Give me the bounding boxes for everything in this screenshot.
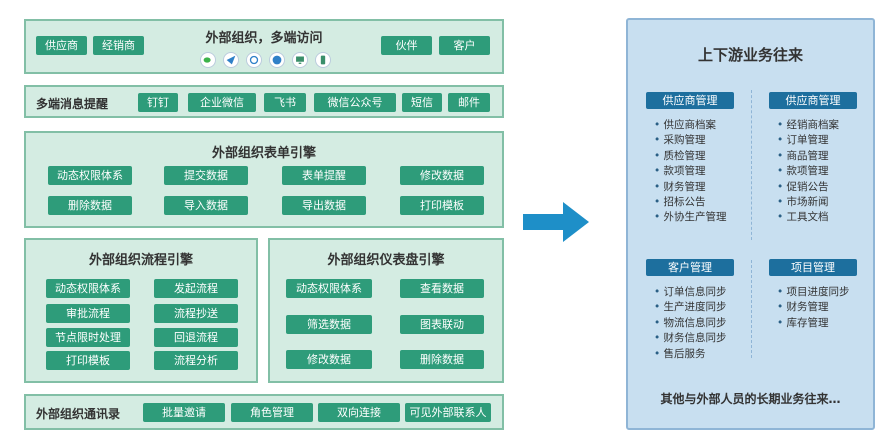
list-item: 生产进度同步	[654, 300, 727, 315]
flow-engine-title: 外部组织流程引擎	[88, 253, 193, 268]
form-chip[interactable]: 动态权限体系	[48, 166, 132, 185]
group-header: 项目管理	[769, 259, 857, 276]
list-item: 财务管理	[654, 180, 727, 195]
list-item: 订单信息同步	[654, 285, 727, 300]
list-item: 经销商档案	[777, 118, 840, 133]
dashboard-chip[interactable]: 图表联动	[400, 315, 484, 334]
form-chip[interactable]: 提交数据	[164, 166, 248, 185]
group-header: 供应商管理	[769, 92, 857, 109]
divider-top	[751, 90, 752, 240]
group-header: 客户管理	[646, 259, 734, 276]
chip-batch-invite[interactable]: 批量邀请	[143, 403, 225, 422]
flow-chip[interactable]: 节点限时处理	[46, 328, 130, 347]
chip-dingtalk[interactable]: 钉钉	[138, 93, 178, 112]
chip-wework[interactable]: 企业微信	[188, 93, 256, 112]
chip-visible-contacts[interactable]: 可见外部联系人	[405, 403, 491, 422]
form-engine-panel: 外部组织表单引擎 动态权限体系 提交数据 表单提醒 修改数据 删除数据 导入数据…	[24, 131, 504, 228]
flow-chip[interactable]: 动态权限体系	[46, 279, 130, 298]
access-panel: 外部组织，多端访问 供应商 经销商 伙伴 客户	[24, 19, 504, 74]
notify-label: 多端消息提醒	[36, 97, 109, 111]
list-item: 市场新闻	[777, 195, 839, 210]
list-item: 项目进度同步	[777, 285, 850, 300]
flow-engine-panel: 外部组织流程引擎 动态权限体系 发起流程 审批流程 流程抄送 节点限时处理 回退…	[24, 238, 258, 383]
group-header: 供应商管理	[646, 92, 734, 109]
business-title: 上下游业务往来	[697, 46, 803, 64]
dashboard-chip[interactable]: 修改数据	[286, 350, 372, 369]
list-item: 物流信息同步	[654, 316, 727, 331]
group-list: 项目进度同步 财务管理 库存管理	[777, 285, 850, 331]
list-item: 款项管理	[654, 164, 727, 179]
contacts-panel: 外部组织通讯录 批量邀请 角色管理 双向连接 可见外部联系人	[24, 394, 504, 430]
flow-chip[interactable]: 打印模板	[46, 351, 130, 370]
form-chip[interactable]: 删除数据	[48, 196, 132, 215]
dashboard-chip[interactable]: 动态权限体系	[286, 279, 372, 298]
compass-icon	[269, 52, 285, 68]
group-list: 经销商档案 订单管理 商品管理 款项管理 促销公告 市场新闻 工具文档	[777, 118, 840, 226]
form-chip[interactable]: 导入数据	[164, 196, 248, 215]
chip-dealer[interactable]: 经销商	[93, 36, 144, 55]
right-arrow-icon	[523, 202, 589, 242]
form-chip[interactable]: 表单提醒	[282, 166, 366, 185]
list-item: 招标公告	[654, 195, 727, 210]
flow-chip[interactable]: 回退流程	[154, 328, 238, 347]
form-chip[interactable]: 修改数据	[400, 166, 484, 185]
notify-panel: 多端消息提醒 钉钉 企业微信 飞书 微信公众号 短信 邮件	[24, 85, 504, 118]
list-item: 采购管理	[654, 133, 727, 148]
flow-chip[interactable]: 流程抄送	[154, 304, 238, 323]
dashboard-engine-panel: 外部组织仪表盘引擎 动态权限体系 查看数据 筛选数据 图表联动 修改数据 删除数…	[268, 238, 504, 383]
list-item: 商品管理	[777, 149, 839, 164]
chip-sms[interactable]: 短信	[402, 93, 442, 112]
chat-icon	[246, 52, 262, 68]
form-engine-title: 外部组织表单引擎	[211, 146, 316, 161]
divider-bottom	[751, 260, 752, 358]
chip-feishu[interactable]: 飞书	[264, 93, 306, 112]
mobile-icon	[315, 52, 331, 68]
list-item: 促销公告	[777, 180, 839, 195]
flow-chip[interactable]: 审批流程	[46, 304, 130, 323]
business-footer: 其他与外部人员的长期业务往来…	[660, 392, 841, 406]
group-list: 订单信息同步 生产进度同步 物流信息同步 财务信息同步 售后服务	[654, 285, 727, 362]
form-chip[interactable]: 打印模板	[400, 196, 484, 215]
chip-role-management[interactable]: 角色管理	[231, 403, 313, 422]
send-icon	[223, 52, 239, 68]
chip-supplier[interactable]: 供应商	[36, 36, 87, 55]
list-item: 质检管理	[654, 149, 727, 164]
access-title: 外部组织，多端访问	[205, 31, 323, 46]
chip-two-way-connect[interactable]: 双向连接	[318, 403, 400, 422]
monitor-icon	[292, 52, 308, 68]
dashboard-chip[interactable]: 删除数据	[400, 350, 484, 369]
chip-partner[interactable]: 伙伴	[381, 36, 432, 55]
chip-wechat-official[interactable]: 微信公众号	[314, 93, 396, 112]
chip-customer[interactable]: 客户	[439, 36, 490, 55]
wechat-icon	[200, 52, 216, 68]
list-item: 外协生产管理	[654, 210, 727, 225]
group-list: 供应商档案 采购管理 质检管理 款项管理 财务管理 招标公告 外协生产管理	[654, 118, 727, 226]
flow-chip[interactable]: 发起流程	[154, 279, 238, 298]
list-item: 财务管理	[777, 300, 850, 315]
business-panel: 上下游业务往来 供应商管理 供应商档案 采购管理 质检管理 款项管理 财务管理 …	[626, 18, 875, 430]
contacts-label: 外部组织通讯录	[36, 407, 121, 421]
dashboard-chip[interactable]: 查看数据	[400, 279, 484, 298]
list-item: 售后服务	[654, 347, 727, 362]
list-item: 库存管理	[777, 316, 850, 331]
flow-chip[interactable]: 流程分析	[154, 351, 238, 370]
dashboard-engine-title: 外部组织仪表盘引擎	[327, 253, 445, 268]
list-item: 订单管理	[777, 133, 839, 148]
list-item: 款项管理	[777, 164, 839, 179]
list-item: 工具文档	[777, 210, 839, 225]
list-item: 财务信息同步	[654, 331, 727, 346]
chip-email[interactable]: 邮件	[448, 93, 490, 112]
list-item: 供应商档案	[654, 118, 727, 133]
form-chip[interactable]: 导出数据	[282, 196, 366, 215]
dashboard-chip[interactable]: 筛选数据	[286, 315, 372, 334]
